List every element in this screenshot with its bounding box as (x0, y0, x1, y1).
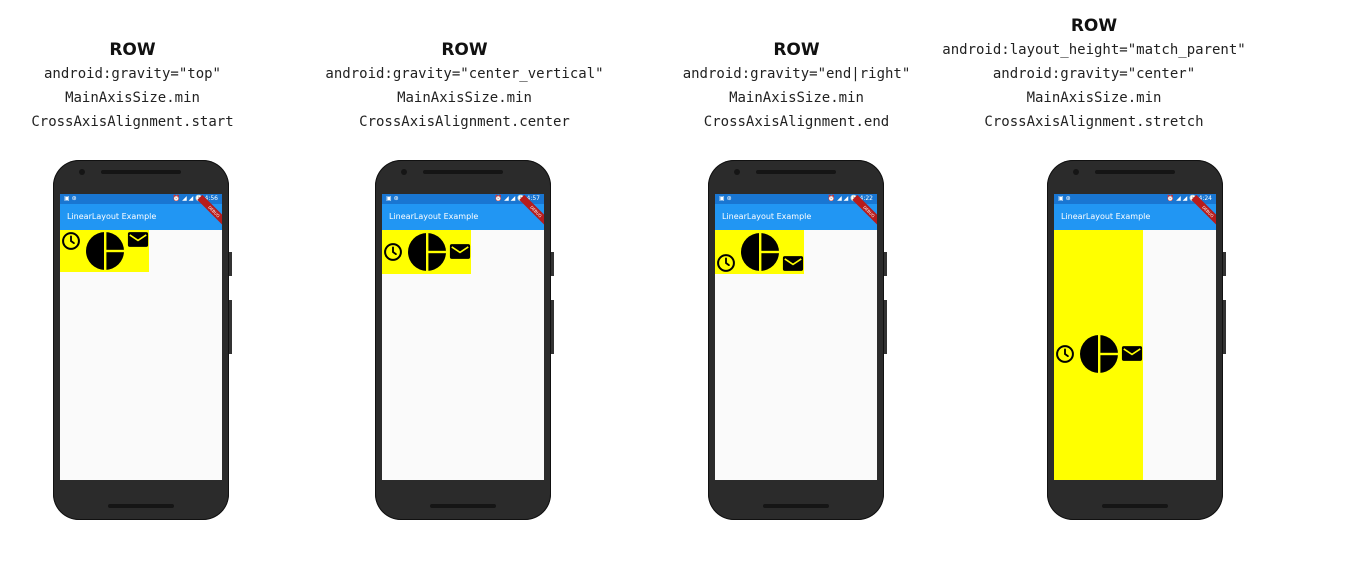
caption: ROW android:gravity="end|right" MainAxis… (632, 38, 961, 134)
phone-screen: ▣ ⊛ ⏰ ◢ ◢ 🕑 4:57 LinearLayout Example DE… (382, 194, 544, 480)
phone-mockup: ▣ ⊛ ⏰ ◢ ◢ 🕑 4:56 LinearLayout Example DE… (53, 160, 232, 520)
mail-icon (127, 231, 149, 248)
camera-icon (401, 169, 407, 175)
cross-axis-line: CrossAxisAlignment.end (703, 114, 890, 130)
speaker (1095, 170, 1175, 174)
clock-icon (1055, 344, 1075, 364)
caption: ROW android:gravity="top" MainAxisSize.m… (0, 38, 283, 134)
power-button (884, 252, 887, 276)
status-bar: ▣ ⊛ ⏰ ◢ ◢ 🕑 4:24 (1054, 194, 1216, 204)
panel-top: ROW android:gravity="top" MainAxisSize.m… (0, 0, 337, 566)
volume-button (551, 300, 554, 354)
phone-mockup: ▣ ⊛ ⏰ ◢ ◢ 🕑 4:57 LinearLayout Example DE… (375, 160, 554, 520)
row-container (382, 230, 471, 274)
app-bar: LinearLayout Example DEBUG (1054, 194, 1216, 230)
clock-icon (61, 231, 81, 251)
speaker (108, 504, 174, 508)
pie-chart-icon (1079, 334, 1119, 374)
speaker (101, 170, 181, 174)
volume-button (1223, 300, 1226, 354)
status-left: ▣ ⊛ (719, 195, 732, 202)
app-bar-title: LinearLayout Example (722, 212, 812, 221)
gravity-line: android:gravity="top" (43, 66, 221, 82)
phone-screen: ▣ ⊛ ⏰ ◢ ◢ 🕑 4:56 LinearLayout Example DE… (60, 194, 222, 480)
mail-icon (449, 243, 471, 260)
power-button (1223, 252, 1226, 276)
gravity-line: android:gravity="center_vertical" (325, 66, 604, 82)
phone-screen: ▣ ⊛ ⏰ ◢ ◢ 🕑 4:24 LinearLayout Example DE… (1054, 194, 1216, 480)
panel-end: ROW android:gravity="end|right" MainAxis… (642, 0, 979, 566)
status-left: ▣ ⊛ (1058, 195, 1071, 202)
pie-chart-icon (740, 232, 780, 272)
app-bar-title: LinearLayout Example (1061, 212, 1151, 221)
cross-axis-line: CrossAxisAlignment.stretch (984, 114, 1204, 130)
mail-icon (782, 255, 804, 272)
caption: ROW android:gravity="center_vertical" Ma… (269, 38, 660, 134)
height-line: android:layout_height="match_parent" (942, 42, 1246, 58)
phone-screen: ▣ ⊛ ⏰ ◢ ◢ 🕑 4:22 LinearLayout Example DE… (715, 194, 877, 480)
speaker (756, 170, 836, 174)
app-bar: LinearLayout Example DEBUG (60, 194, 222, 230)
status-left: ▣ ⊛ (64, 195, 77, 202)
volume-button (884, 300, 887, 354)
gravity-line: android:gravity="center" (992, 66, 1196, 82)
status-right: ⏰ ◢ ◢ 🕑 4:57 (494, 195, 540, 202)
status-left: ▣ ⊛ (386, 195, 399, 202)
main-axis-line: MainAxisSize.min (397, 90, 532, 106)
panel-title: ROW (441, 40, 488, 60)
camera-icon (1073, 169, 1079, 175)
app-bar-title: LinearLayout Example (389, 212, 479, 221)
clock-icon (716, 253, 736, 273)
gravity-line: android:gravity="end|right" (682, 66, 911, 82)
app-bar: LinearLayout Example DEBUG (715, 194, 877, 230)
volume-button (229, 300, 232, 354)
row-container (1054, 230, 1143, 480)
speaker (763, 504, 829, 508)
cross-axis-line: CrossAxisAlignment.start (31, 114, 234, 130)
status-right: ⏰ ◢ ◢ 🕑 4:24 (1166, 195, 1212, 202)
app-bar: LinearLayout Example DEBUG (382, 194, 544, 230)
main-axis-line: MainAxisSize.min (729, 90, 864, 106)
row-container (60, 230, 149, 272)
panel-stretch: ROW android:layout_height="match_parent"… (942, 0, 1347, 566)
phone-mockup: ▣ ⊛ ⏰ ◢ ◢ 🕑 4:22 LinearLayout Example DE… (708, 160, 887, 520)
status-bar: ▣ ⊛ ⏰ ◢ ◢ 🕑 4:57 (382, 194, 544, 204)
camera-icon (79, 169, 85, 175)
mail-icon (1121, 345, 1143, 362)
pie-chart-icon (407, 232, 447, 272)
panel-center-vertical: ROW android:gravity="center_vertical" Ma… (321, 0, 658, 566)
speaker (430, 504, 496, 508)
row-container (715, 230, 804, 274)
phone-mockup: ▣ ⊛ ⏰ ◢ ◢ 🕑 4:24 LinearLayout Example DE… (1047, 160, 1226, 520)
app-bar-title: LinearLayout Example (67, 212, 157, 221)
camera-icon (734, 169, 740, 175)
power-button (551, 252, 554, 276)
main-axis-line: MainAxisSize.min (1026, 90, 1162, 106)
clock-icon (383, 242, 403, 262)
pie-chart-icon (85, 231, 125, 271)
speaker (423, 170, 503, 174)
power-button (229, 252, 232, 276)
speaker (1102, 504, 1168, 508)
panel-title: ROW (1070, 16, 1118, 36)
status-right: ⏰ ◢ ◢ 🕑 4:22 (827, 195, 873, 202)
status-bar: ▣ ⊛ ⏰ ◢ ◢ 🕑 4:56 (60, 194, 222, 204)
status-bar: ▣ ⊛ ⏰ ◢ ◢ 🕑 4:22 (715, 194, 877, 204)
status-right: ⏰ ◢ ◢ 🕑 4:56 (172, 195, 218, 202)
panel-title: ROW (109, 40, 156, 60)
cross-axis-line: CrossAxisAlignment.center (359, 114, 570, 130)
main-axis-line: MainAxisSize.min (65, 90, 200, 106)
panel-title: ROW (773, 40, 820, 60)
caption: ROW android:layout_height="match_parent"… (941, 14, 1247, 134)
